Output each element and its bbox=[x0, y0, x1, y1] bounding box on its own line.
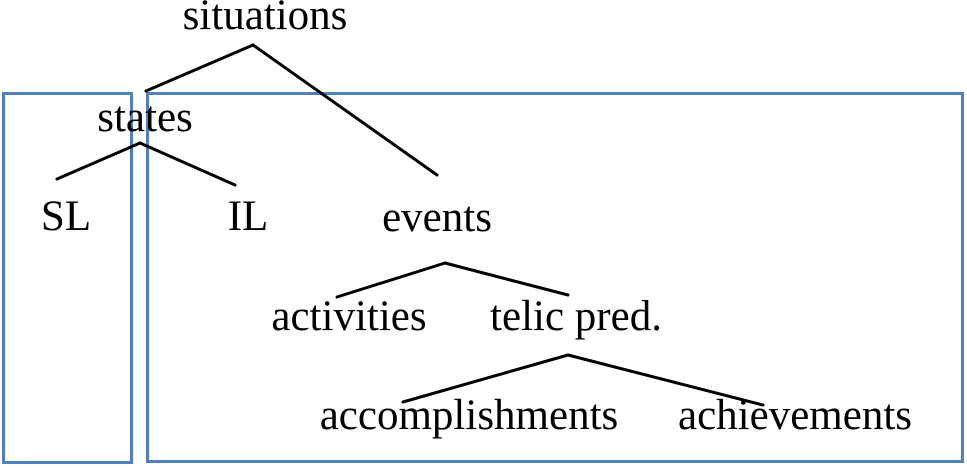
edge-states-il bbox=[138, 141, 237, 187]
node-activities: activities bbox=[271, 293, 427, 340]
node-states: states bbox=[97, 94, 193, 141]
edge-situations-states bbox=[144, 43, 255, 93]
edge-events-activities bbox=[335, 261, 447, 299]
edge-telic-accomplishments bbox=[401, 353, 570, 404]
left-highlight-box bbox=[2, 92, 133, 464]
node-events: events bbox=[382, 194, 492, 241]
node-accomplishments: accomplishments bbox=[319, 392, 619, 439]
edge-states-sl bbox=[55, 141, 142, 181]
node-sl: SL bbox=[40, 193, 92, 240]
node-telic-pred: telic pred. bbox=[490, 293, 662, 340]
node-il: IL bbox=[227, 193, 269, 240]
edge-situations-events bbox=[251, 43, 439, 177]
node-achievements: achievements bbox=[677, 392, 913, 439]
node-situations: situations bbox=[182, 0, 348, 39]
edge-events-telic-pred bbox=[443, 261, 570, 297]
edge-telic-achievements bbox=[566, 353, 765, 407]
right-highlight-box bbox=[146, 92, 964, 463]
